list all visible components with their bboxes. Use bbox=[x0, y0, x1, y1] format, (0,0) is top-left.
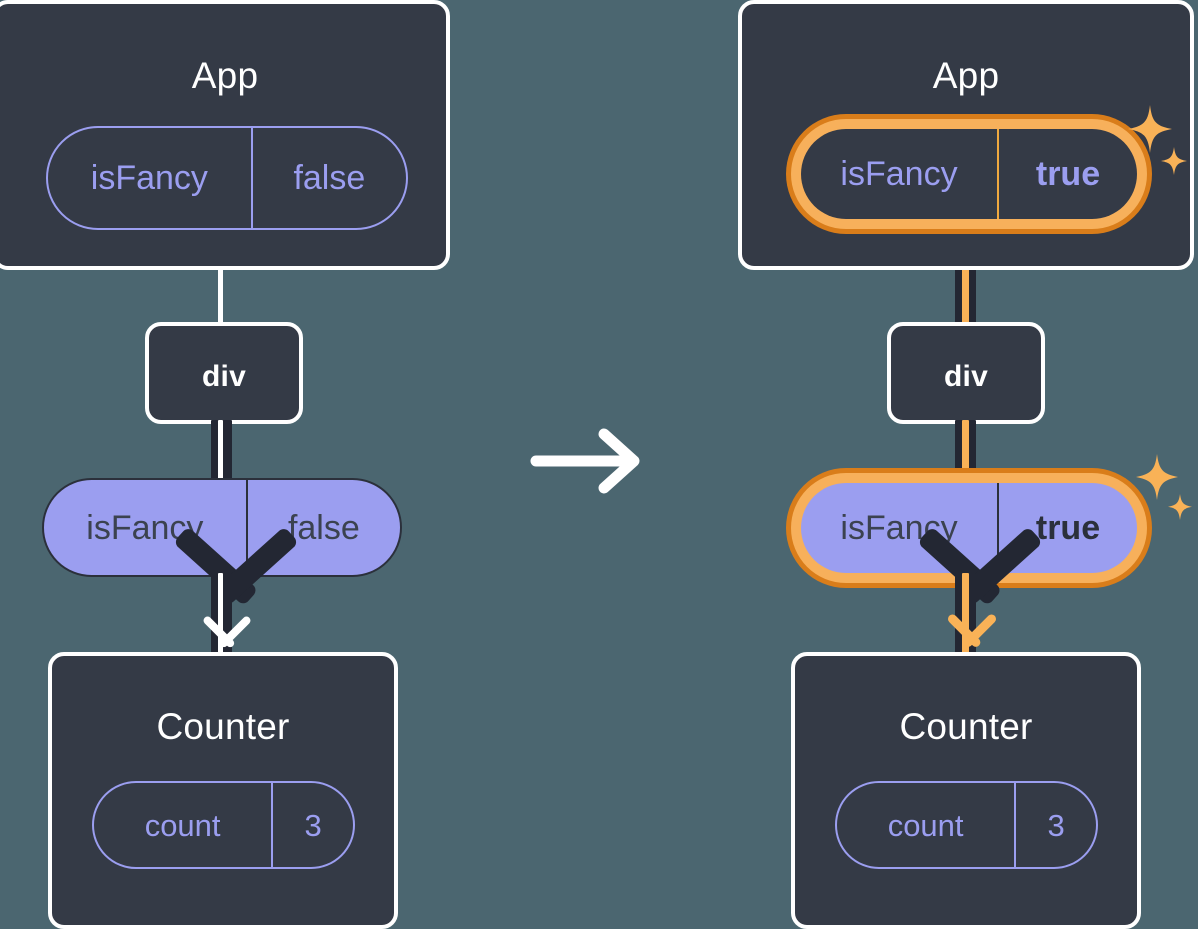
before-counter-state-key: count bbox=[144, 807, 221, 843]
after-app-state-pill: isFancy true bbox=[801, 129, 1137, 219]
before-counter-state-value: 3 bbox=[271, 783, 353, 867]
before-counter-state-pill: count 3 bbox=[92, 781, 355, 869]
before-counter-title: Counter bbox=[156, 706, 290, 747]
after-div-title: div bbox=[944, 360, 988, 393]
before-app-state-key: isFancy bbox=[90, 159, 208, 197]
after-connector-app-to-div bbox=[962, 222, 969, 324]
after-app-state-highlight-fill bbox=[801, 129, 1137, 219]
after-app-sparkles-icon bbox=[1128, 103, 1190, 183]
after-app-state-value: true bbox=[997, 129, 1137, 219]
after-counter-state-key: count bbox=[887, 807, 964, 843]
after-props-sparkles-icon bbox=[1136, 452, 1194, 528]
before-arrow-white-shaft bbox=[218, 573, 223, 653]
before-counter-box: Counter count 3 bbox=[48, 652, 398, 929]
after-arrow-amber-shaft bbox=[962, 573, 969, 653]
before-props-value: false bbox=[245, 480, 400, 575]
after-counter-box: Counter count 3 bbox=[791, 652, 1141, 929]
after-app-state-key: isFancy bbox=[840, 155, 958, 193]
before-app-state-value: false bbox=[250, 128, 406, 228]
transition-arrow-right-icon bbox=[530, 428, 646, 494]
before-app-title: App bbox=[191, 55, 259, 96]
after-app-title: App bbox=[932, 55, 1000, 96]
after-counter-title: Counter bbox=[899, 706, 1033, 747]
after-props-value: true bbox=[997, 483, 1137, 573]
after-counter-state-value: 3 bbox=[1014, 783, 1096, 867]
after-div-box: div bbox=[887, 322, 1045, 424]
before-app-state-pill: isFancy false bbox=[46, 126, 408, 230]
before-connector-div-to-props bbox=[218, 420, 223, 482]
after-connector-div-to-props bbox=[962, 420, 969, 482]
before-app-box: App isFancy false bbox=[0, 0, 450, 270]
before-connector-app-to-div bbox=[218, 262, 223, 324]
before-div-box: div bbox=[145, 322, 303, 424]
after-counter-state-pill: count 3 bbox=[835, 781, 1098, 869]
before-div-title: div bbox=[202, 360, 246, 393]
